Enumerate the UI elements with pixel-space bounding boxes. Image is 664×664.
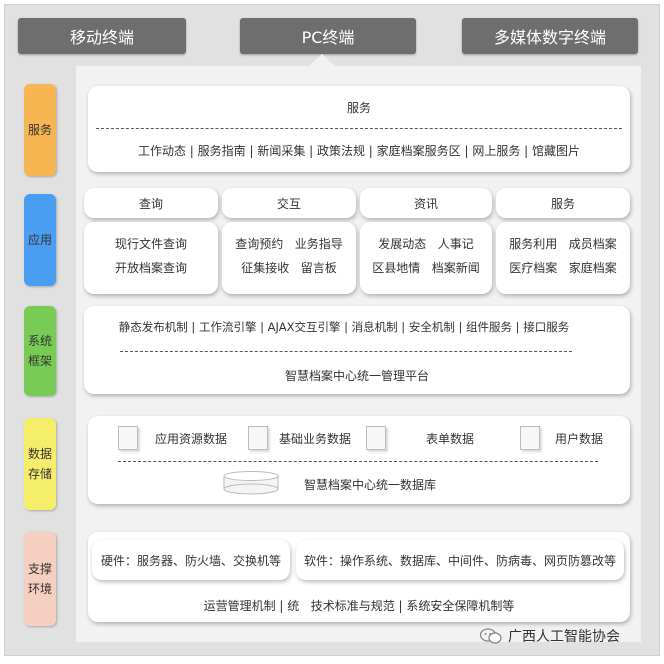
layer-label-support: 支撑 环境 (24, 532, 56, 626)
app-service-line2: 医疗档案 家庭档案 (509, 260, 617, 275)
layer-label-application: 应用 (24, 194, 56, 286)
layer-label-framework-line2: 框架 (27, 354, 52, 368)
storage-item-form: 表单数据 (426, 432, 475, 446)
app-service-line1: 服务利用 成员档案 (509, 236, 617, 251)
storage-item-user: 用户数据 (555, 432, 604, 446)
layer-label-service: 服务 (24, 84, 56, 176)
framework-platform: 智慧档案中心统一管理平台 (284, 368, 429, 383)
service-divider (96, 128, 622, 129)
layer-label-support-line2: 环境 (27, 582, 52, 596)
app-body-service (496, 222, 630, 294)
storage-item-app-resource: 应用资源数据 (155, 432, 228, 446)
app-body-interaction (222, 222, 356, 294)
data-block-icon (248, 426, 268, 450)
layer-label-storage-line2: 存储 (27, 467, 52, 481)
app-body-query (84, 222, 218, 294)
data-block-icon (366, 426, 386, 450)
service-title: 服务 (346, 100, 371, 115)
pc-terminal-pointer (309, 54, 335, 66)
framework-divider (120, 351, 572, 352)
support-mechanism: 运营管理机制 | 统 技术标准与规范 | 系统安全保障机制等 (203, 598, 515, 613)
app-news-line2: 区县地情 档案新闻 (372, 260, 480, 275)
layer-label-framework: 系统 框架 (24, 306, 56, 396)
framework-items: 静态发布机制 | 工作流引擎 | AJAX交互引擎 | 消息机制 | 安全机制 … (118, 320, 570, 334)
storage-divider (118, 461, 598, 462)
data-block-icon (118, 426, 138, 450)
watermark: 广西人工智能协会 (480, 626, 620, 646)
storage-platform: 智慧档案中心统一数据库 (304, 478, 437, 492)
terminal-mobile: 移动终端 (18, 18, 186, 54)
watermark-text: 广西人工智能协会 (508, 629, 620, 645)
layer-label-storage-line1: 数据 (27, 447, 52, 461)
app-query-line1: 现行文件查询 (114, 236, 187, 251)
app-header-interaction: 交互 (222, 188, 356, 218)
storage-item-business: 基础业务数据 (279, 432, 352, 446)
app-interaction-line1: 查询预约 业务指导 (235, 236, 343, 251)
support-software: 软件：操作系统、数据库、中间件、防病毒、网页防篡改等 (296, 540, 624, 580)
terminal-multimedia: 多媒体数字终端 (462, 18, 638, 54)
terminal-pc: PC终端 (240, 18, 416, 54)
framework-card (84, 306, 630, 394)
service-card (88, 86, 630, 172)
support-hardware: 硬件：服务器、防火墙、交换机等 (92, 540, 290, 580)
layer-label-support-line1: 支撑 (27, 562, 52, 576)
layer-label-framework-line1: 系统 (27, 334, 52, 348)
service-items: 工作动态 | 服务指南 | 新闻采集 | 政策法规 | 家庭档案服务区 | 网上… (137, 143, 581, 158)
app-query-line2: 开放档案查询 (114, 260, 187, 275)
app-news-line1: 发展动态 人事记 (378, 236, 474, 251)
wechat-icon (480, 628, 502, 644)
layer-label-application-text: 应用 (27, 233, 52, 247)
layer-label-service-text: 服务 (27, 123, 52, 137)
database-icon (223, 471, 279, 495)
app-header-service: 服务 (496, 188, 630, 218)
app-body-news (360, 222, 492, 294)
app-header-news: 资讯 (360, 188, 492, 218)
data-block-icon (520, 426, 540, 450)
layer-label-storage: 数据 存储 (24, 418, 56, 510)
app-header-query: 查询 (84, 188, 218, 218)
app-interaction-line2: 征集接收 留言板 (241, 260, 337, 275)
